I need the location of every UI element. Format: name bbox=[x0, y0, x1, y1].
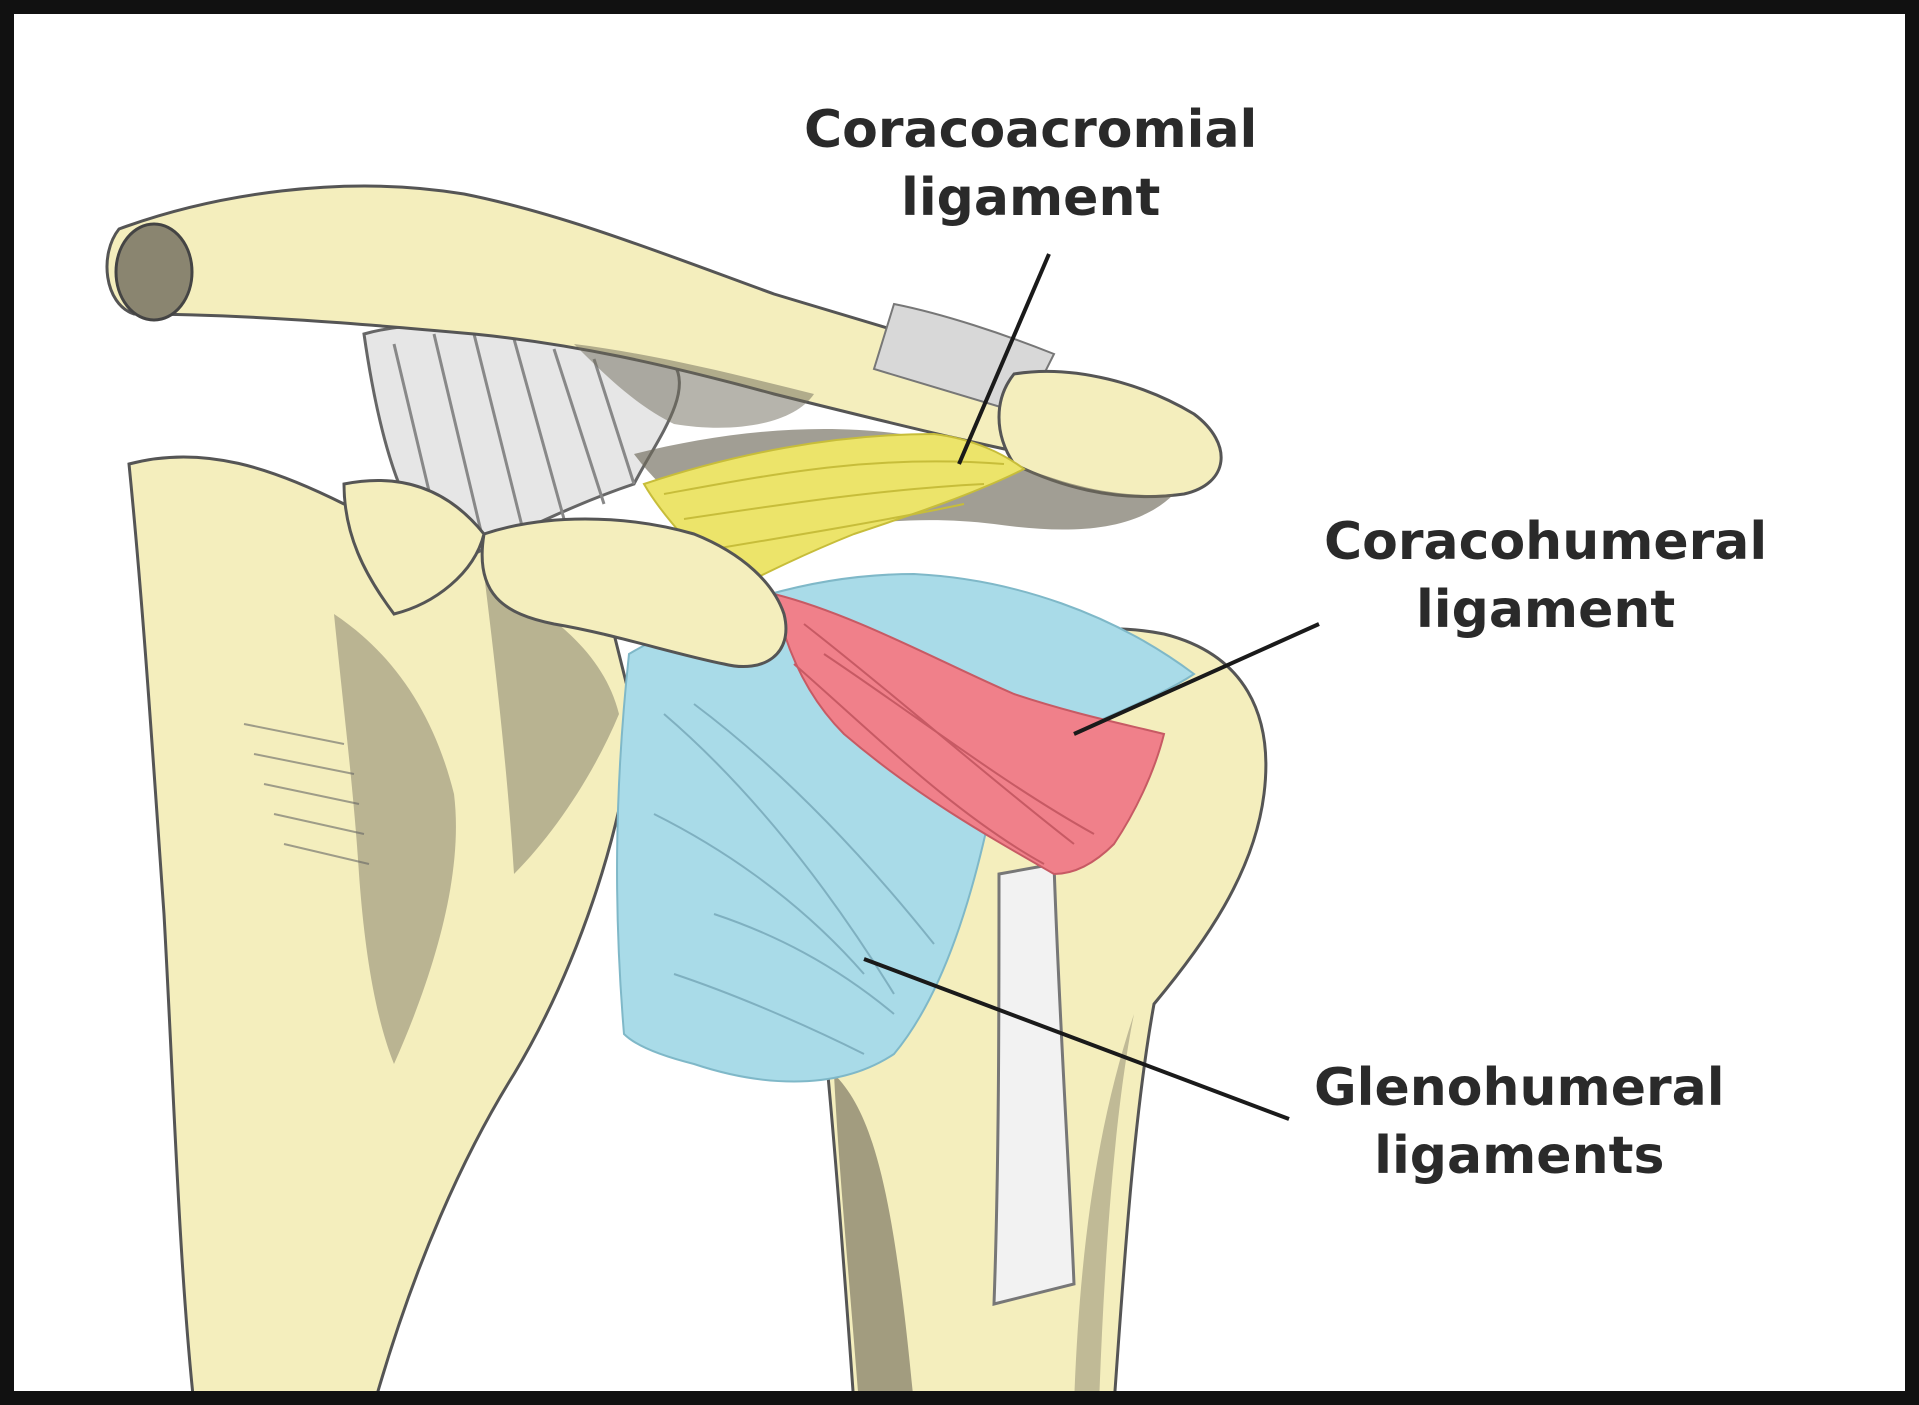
coracoclavicular-fibers bbox=[392, 333, 636, 555]
coracoid-base bbox=[342, 479, 486, 616]
coracohumeral-fibers bbox=[793, 623, 1095, 865]
acromion bbox=[997, 369, 1223, 499]
glenohumeral-ligaments-label: Glenohumeral ligaments bbox=[1314, 1054, 1725, 1190]
glenohumeral-ligaments-shape bbox=[616, 572, 1196, 1083]
coracoacromial-fibers bbox=[663, 460, 1005, 550]
clavicle-cut-end bbox=[114, 222, 194, 322]
biceps-tendon bbox=[992, 862, 1076, 1306]
scapula-shadow-lateral bbox=[484, 574, 619, 874]
scapula-shadow bbox=[334, 614, 456, 1064]
humerus-shadow bbox=[834, 1074, 913, 1391]
scapula-hatching bbox=[243, 723, 370, 865]
coracohumeral-label-line1: Coracohumeral bbox=[1324, 512, 1768, 572]
coracohumeral-label-line2: ligament bbox=[1415, 580, 1676, 640]
coracoacromial-ligament-label: Coracoacromial ligament bbox=[804, 96, 1257, 232]
coracohumeral-ligament-shape bbox=[772, 592, 1166, 876]
humerus-shadow-right bbox=[1074, 1014, 1134, 1391]
coracoacromial-label-line1: Coracoacromial bbox=[804, 100, 1258, 160]
glenohumeral-label-line1: Glenohumeral bbox=[1314, 1058, 1725, 1118]
glenohumeral-leader-line bbox=[863, 957, 1290, 1121]
coracoid-process bbox=[480, 517, 788, 669]
shoulder-anatomy-illustration bbox=[105, 184, 1320, 1391]
glenohumeral-fibers bbox=[653, 703, 935, 1055]
coracohumeral-leader-line bbox=[1073, 622, 1320, 736]
coracoacromial-leader-line bbox=[957, 253, 1051, 465]
clavicle-shadow bbox=[574, 344, 814, 428]
glenohumeral-label-line2: ligaments bbox=[1374, 1126, 1665, 1186]
coracohumeral-ligament-label: Coracohumeral ligament bbox=[1324, 508, 1767, 644]
coracoacromial-label-line2: ligament bbox=[901, 168, 1161, 228]
